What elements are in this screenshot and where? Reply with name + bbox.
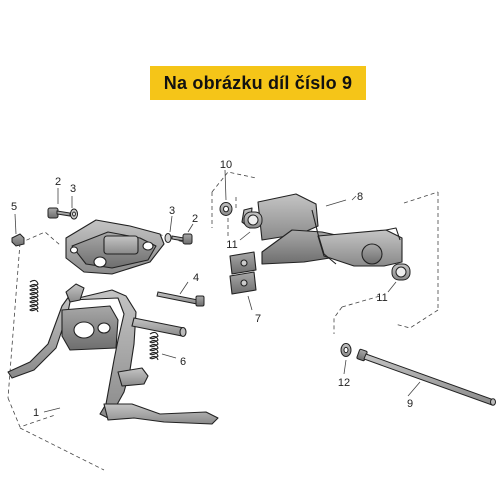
bushing-part-11-right (391, 263, 411, 281)
part-number-banner: Na obrázku díl číslo 9 (150, 66, 366, 100)
long-bolt-part-9 (356, 348, 496, 406)
stand-bracket (65, 219, 165, 275)
callout-part-2-left: 2 (55, 176, 61, 188)
callout-part-4: 4 (193, 272, 199, 284)
rubber-block-part-7 (229, 251, 257, 295)
callout-part-3-right: 3 (169, 205, 175, 217)
nut-part-5 (11, 233, 25, 247)
bushing-part-11-left (243, 211, 263, 229)
callout-part-10: 10 (220, 159, 232, 171)
callout-part-11-left: 11 (226, 239, 237, 251)
callout-part-2-right: 2 (192, 213, 198, 225)
swing-arm-part-8 (241, 193, 403, 267)
washer-part-3-left (70, 208, 78, 220)
callout-part-8: 8 (357, 191, 363, 203)
washer-part-3-right (164, 233, 172, 243)
banner-text: Na obrázku díl číslo 9 (163, 72, 353, 93)
center-stand-part-1 (7, 283, 219, 425)
bolt-part-2-right (171, 233, 193, 245)
washer-part-12 (340, 343, 352, 357)
spring-left (29, 279, 39, 313)
callout-part-3-left: 3 (70, 183, 76, 195)
bolt-part-4 (156, 291, 205, 307)
leader-lines (14, 169, 421, 413)
callout-part-11-right: 11 (376, 292, 387, 304)
spring-part-6 (149, 331, 159, 361)
washer-part-10 (219, 202, 233, 216)
callout-part-7: 7 (255, 313, 261, 325)
callout-part-6: 6 (180, 356, 186, 368)
stand-pivot-pin (131, 317, 187, 338)
callout-part-12: 12 (338, 377, 350, 389)
assembly-outline-right (211, 171, 439, 334)
callout-part-5: 5 (11, 201, 17, 213)
bolt-part-2-left (47, 207, 71, 219)
callout-part-9: 9 (407, 398, 413, 410)
callout-part-1: 1 (33, 407, 39, 419)
